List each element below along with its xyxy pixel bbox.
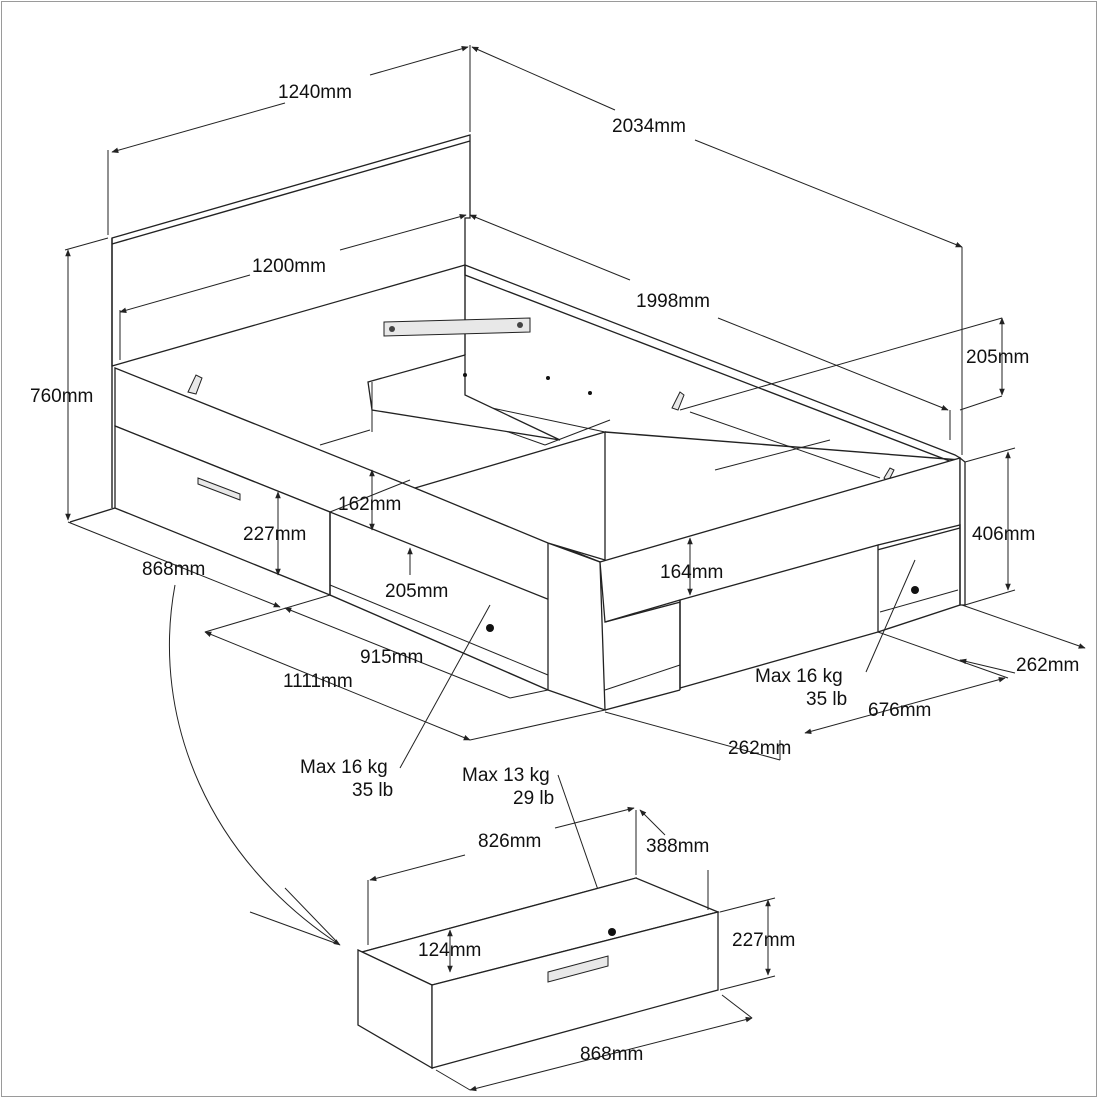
mid-floor (604, 689, 681, 711)
slat-1 (319, 429, 371, 446)
slat-4 (544, 419, 611, 446)
hinge-left (187, 374, 203, 395)
center-divider-block (547, 542, 606, 711)
label-side-height: 406mm (972, 524, 1035, 545)
drawer-handle-left (197, 477, 241, 501)
label-compartment-height: 205mm (385, 581, 448, 602)
top-storage-box (367, 354, 561, 441)
label-overall-height: 760mm (30, 386, 93, 407)
bracket-bolt-right (517, 322, 523, 328)
bracket-bolt-left (389, 326, 395, 332)
right-compartment (877, 524, 961, 633)
dimension-labels: 1240mm 2034mm 1200mm 1998mm 760mm 205mm … (30, 82, 1079, 1065)
label-top-shelf-height: 205mm (966, 347, 1029, 368)
label-side-depth-right: 262mm (1016, 655, 1079, 676)
mid-shelf (604, 664, 681, 691)
drawer-detail (357, 806, 776, 1092)
headboard-edge (111, 140, 471, 245)
bed-frame (69, 134, 966, 711)
top-box-screw-2 (588, 391, 592, 395)
label-rail-height-right: 164mm (660, 562, 723, 583)
top-box-screw-1 (546, 376, 550, 380)
label-drawer-width: 868mm (580, 1044, 643, 1065)
right-side-panel (959, 456, 966, 606)
label-drawer-front-height: 227mm (243, 524, 306, 545)
drawer-load-point (608, 928, 616, 936)
dimension-lines (64, 45, 1086, 946)
hinge-center (671, 391, 685, 411)
label-inner-length: 1998mm (636, 291, 710, 312)
label-drawer-height: 227mm (732, 930, 795, 951)
label-drawer-inner-height: 124mm (418, 940, 481, 961)
label-side-width-right: 676mm (868, 700, 931, 721)
label-right-load-kg: Max 16 kg (755, 666, 843, 687)
compartment-shelf (329, 584, 549, 676)
label-foot-depth: 262mm (728, 738, 791, 759)
label-drawer-width-left: 868mm (142, 559, 205, 580)
top-box-screw-3 (463, 373, 467, 377)
floor-line-left (69, 507, 116, 523)
slat-5 (689, 411, 881, 479)
label-base-width: 1111mm (283, 671, 353, 692)
label-overall-length: 2034mm (612, 116, 686, 137)
drawer-handle (547, 955, 609, 983)
metal-bracket (383, 317, 531, 337)
label-rail-height-left: 162mm (338, 494, 401, 515)
right-shelf (879, 589, 959, 613)
label-inner-width: 1200mm (252, 256, 326, 277)
label-left-load-lb: 35 lb (352, 780, 393, 801)
label-headboard-width: 1240mm (278, 82, 352, 103)
label-right-load-lb: 35 lb (806, 689, 847, 710)
label-drawer-load-lb: 29 lb (513, 788, 554, 809)
slat-6 (714, 439, 831, 471)
label-drawer-load-kg: Max 13 kg (462, 765, 550, 786)
label-compartment-width: 915mm (360, 647, 423, 668)
label-drawer-depth: 388mm (646, 836, 709, 857)
right-rail-bottom (604, 599, 681, 623)
shelf-load-point-right (911, 586, 919, 594)
label-drawer-inner-width: 826mm (478, 831, 541, 852)
shelf-load-point-left (486, 624, 494, 632)
label-left-load-kg: Max 16 kg (300, 757, 388, 778)
center-divider-ridge (604, 431, 961, 461)
